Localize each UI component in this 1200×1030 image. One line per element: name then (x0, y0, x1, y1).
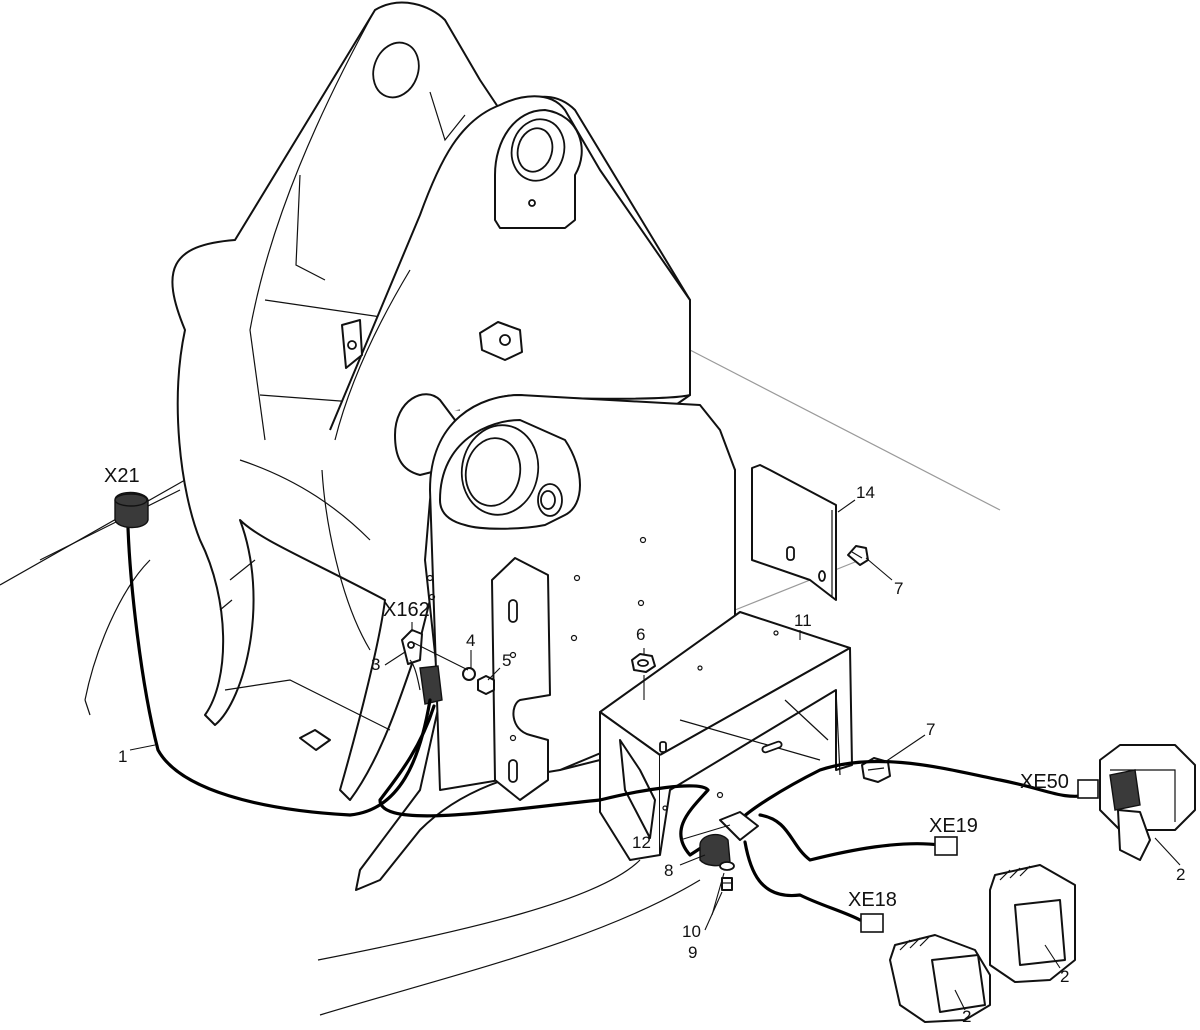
bolt-upper (847, 545, 869, 566)
relay-assembly (401, 629, 495, 705)
x162-label: X162 (383, 599, 430, 621)
callout-3: 3 (371, 655, 380, 674)
xe18-label: XE18 (848, 889, 897, 911)
callout-10: 10 (682, 922, 701, 941)
cable-clip-upper (299, 319, 523, 751)
callout-7-upper: 7 (894, 579, 903, 598)
callout-14: 14 (856, 483, 875, 502)
callout-5: 5 (502, 651, 511, 670)
callout-2-front-lamp: 2 (962, 1007, 971, 1026)
bolt-lower (861, 757, 891, 783)
xe50-label: XE50 (1020, 771, 1069, 793)
callout-9: 9 (688, 943, 697, 962)
callout-2-rear-lamp: 2 (1176, 865, 1185, 884)
cable-harness (126, 526, 1092, 922)
lamp-bracket (599, 611, 853, 861)
nut (631, 653, 656, 673)
frame-outline-lines (0, 349, 1001, 1016)
cover-plate (751, 464, 837, 601)
work-lamp-rear (1099, 744, 1196, 861)
xe19-label: XE19 (929, 815, 978, 837)
cable-clamp-assembly (699, 811, 759, 891)
callout-2-middle-lamp: 2 (1060, 967, 1069, 986)
work-lamp-front (889, 934, 991, 1023)
vertical-bracket-plate (491, 557, 551, 801)
callout-6: 6 (636, 625, 645, 644)
callout-7-lower: 7 (926, 720, 935, 739)
leader-lines (129, 499, 1181, 1011)
callout-4: 4 (466, 631, 475, 650)
x21-label: X21 (104, 465, 140, 487)
callout-1: 1 (118, 747, 127, 766)
callout-8: 8 (664, 861, 673, 880)
upper-lug (494, 109, 583, 229)
work-lamp-middle (989, 864, 1076, 983)
callout-12: 12 (632, 833, 651, 852)
connector-plugs (114, 491, 1099, 933)
callout-11: 11 (794, 611, 812, 630)
